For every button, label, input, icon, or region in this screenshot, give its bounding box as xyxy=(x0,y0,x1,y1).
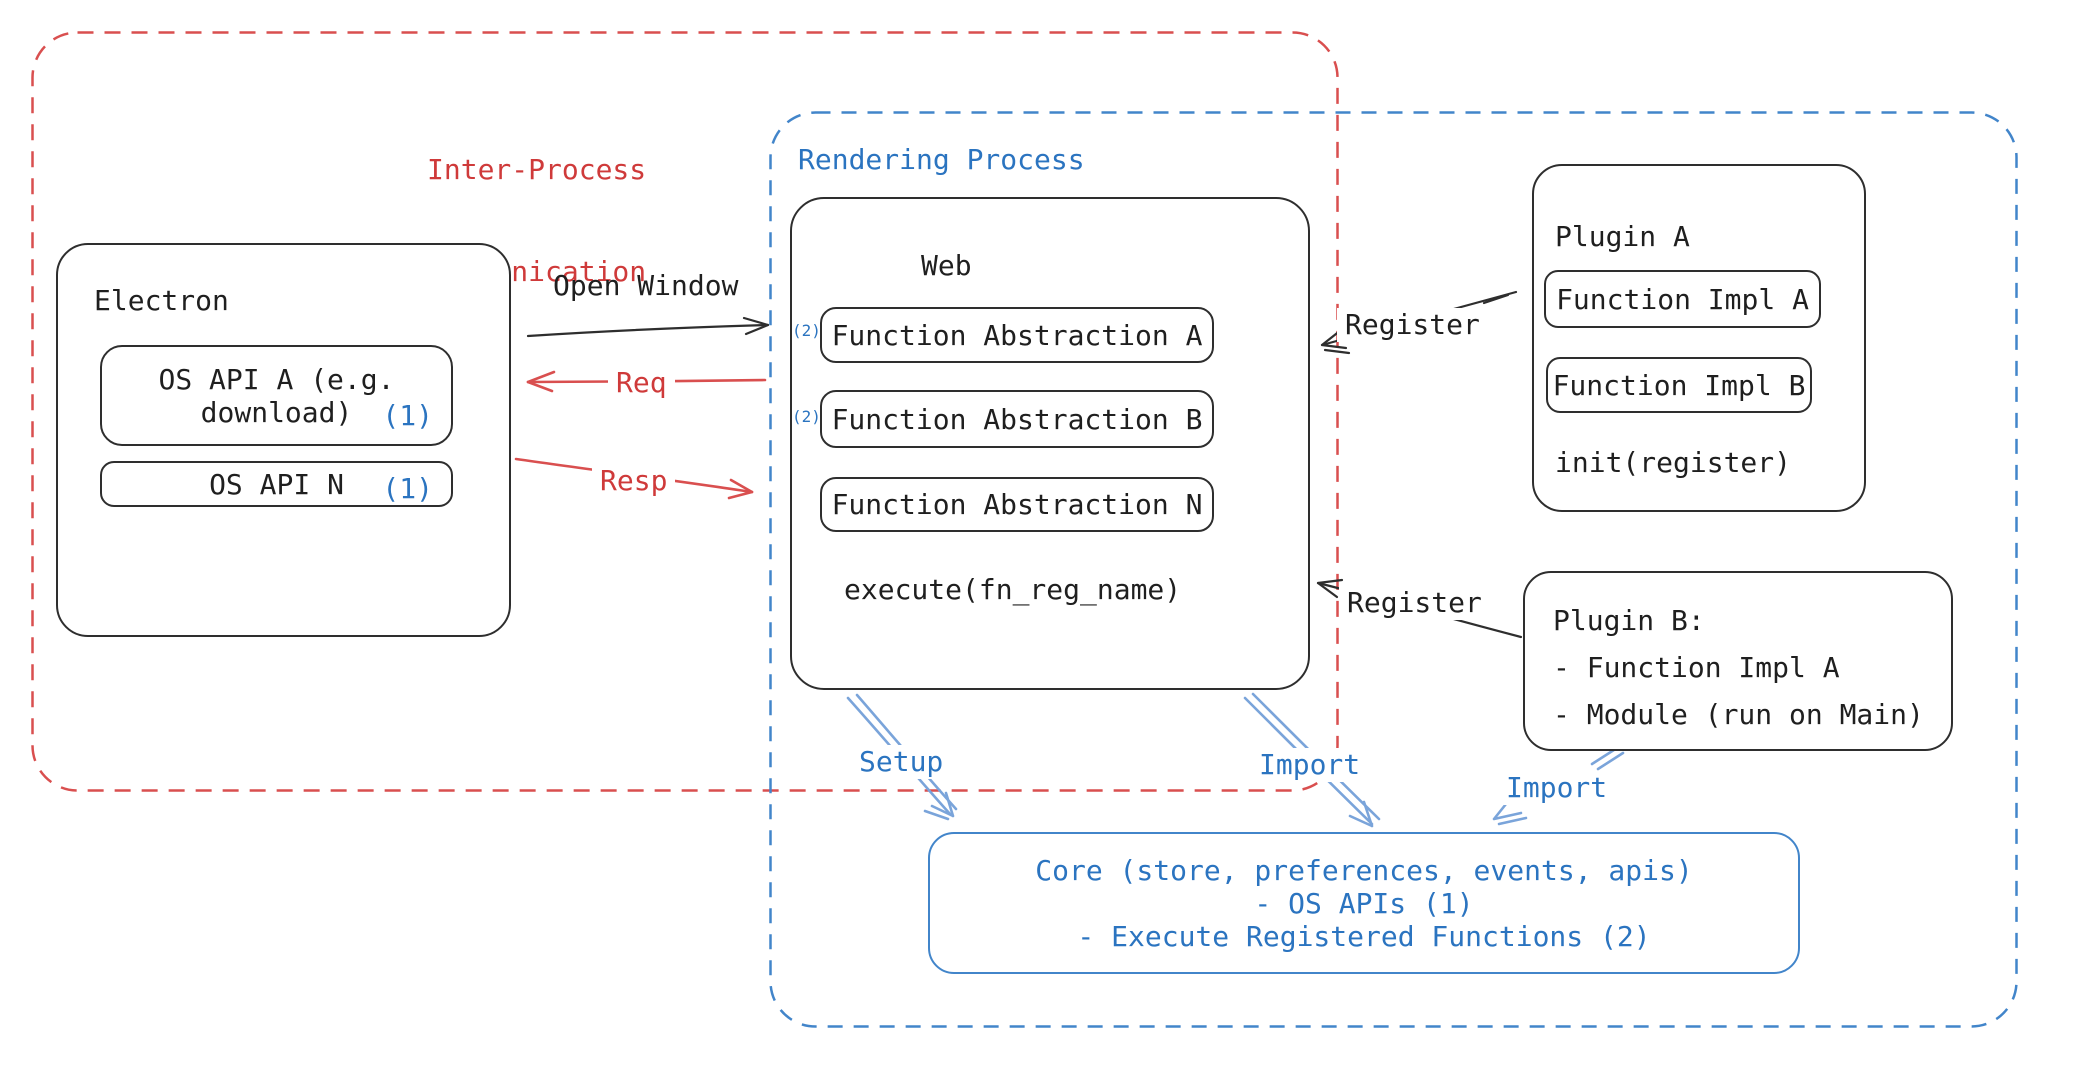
ipc-region-label: Inter-Process Communication xyxy=(427,85,646,357)
function-abstraction-b-badge: (2) xyxy=(792,407,821,426)
setup-arrow-label: Setup xyxy=(851,745,952,779)
ipc-label-line1: Inter-Process xyxy=(427,153,647,186)
core-item-os-apis: - OS APIs (1) xyxy=(1254,887,1474,920)
ipc-dashed-region xyxy=(31,31,1339,792)
core-item-execute: - Execute Registered Functions (2) xyxy=(1077,920,1651,953)
function-abstraction-b-box: Function Abstraction B xyxy=(820,390,1214,448)
plugin-b-item-impl-a: - Function Impl A xyxy=(1553,651,1840,684)
plugin-b-box: Plugin B: - Function Impl A - Module (ru… xyxy=(1523,571,1953,751)
os-api-a-badge: (1) xyxy=(382,399,433,432)
core-title: Core (store, preferences, events, apis) xyxy=(1035,854,1693,887)
open-window-arrow xyxy=(526,316,770,338)
rendering-dashed-region xyxy=(769,111,2018,1028)
plugin-a-box: Plugin A Function Impl A Function Impl B… xyxy=(1532,164,1866,512)
os-api-a-line2: download) xyxy=(200,395,353,429)
web-execute-text: execute(fn_reg_name) xyxy=(844,573,1182,606)
resp-arrow-label: Resp xyxy=(592,464,676,498)
os-api-n-box: OS API N (1) xyxy=(100,461,453,507)
register-plugin-b-label: Register xyxy=(1339,586,1490,620)
plugin-a-title: Plugin A xyxy=(1555,220,1690,253)
os-api-a-line1: OS API A (e.g. xyxy=(158,362,395,396)
function-abstraction-n-box: Function Abstraction N xyxy=(820,477,1214,532)
register-plugin-a-label: Register xyxy=(1337,308,1488,342)
os-api-n-label: OS API N xyxy=(209,467,344,501)
import-plugin-arrow-label: Import xyxy=(1498,771,1616,805)
function-impl-b-box: Function Impl B xyxy=(1546,357,1812,413)
rendering-process-label: Rendering Process xyxy=(798,143,1085,176)
function-abstraction-a-badge: (2) xyxy=(792,321,821,340)
plugin-a-init-text: init(register) xyxy=(1555,446,1792,479)
web-title: Web xyxy=(921,249,972,282)
core-box: Core (store, preferences, events, apis) … xyxy=(928,832,1800,974)
function-impl-a-box: Function Impl A xyxy=(1544,270,1821,328)
web-box: Web Function Abstraction A (2) Function … xyxy=(790,197,1310,690)
open-window-arrow-label: Open Window xyxy=(553,269,739,302)
req-arrow-label: Req xyxy=(608,366,675,400)
electron-box: Electron OS API A (e.g. download) (1) OS… xyxy=(56,243,511,637)
plugin-b-title: Plugin B: xyxy=(1553,604,1705,637)
import-web-arrow-label: Import xyxy=(1251,748,1369,782)
os-api-a-box: OS API A (e.g. download) (1) xyxy=(100,345,453,446)
os-api-n-badge: (1) xyxy=(382,472,433,505)
plugin-b-item-module: - Module (run on Main) xyxy=(1553,698,1924,731)
electron-title: Electron xyxy=(94,284,229,317)
function-abstraction-a-box: Function Abstraction A xyxy=(820,307,1214,363)
